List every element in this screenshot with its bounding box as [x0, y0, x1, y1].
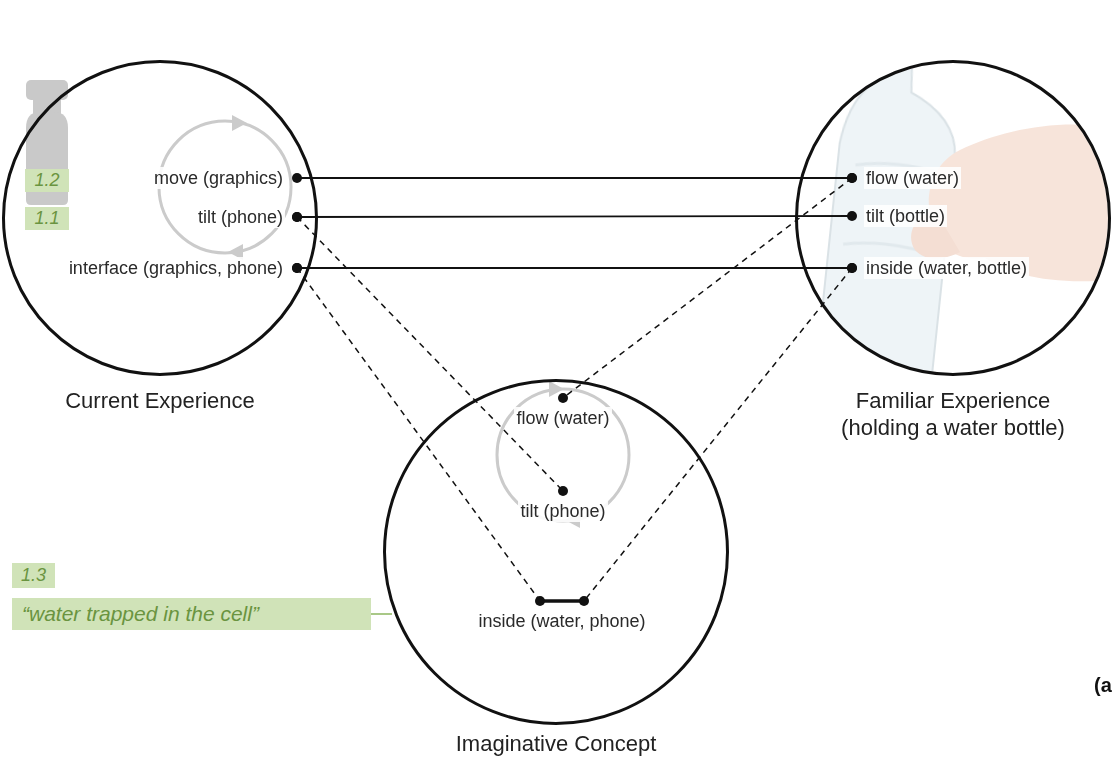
- element-label: interface (graphics, phone): [67, 257, 285, 279]
- callout-number: 1.3: [21, 565, 46, 585]
- callout-quote: “water trapped in the cell”: [22, 602, 259, 625]
- callout-number-box: 1.2: [25, 169, 69, 192]
- concept-element: move (graphics): [152, 167, 297, 189]
- compression-bar: [540, 599, 584, 603]
- element-dot: [847, 263, 857, 273]
- callout-quote-box: “water trapped in the cell”: [12, 598, 371, 630]
- concept-element: inside (water, bottle): [852, 257, 1029, 279]
- mapping-line: [563, 178, 852, 398]
- concept-element: interface (graphics, phone): [67, 257, 297, 279]
- space-caption: Imaginative Concept: [406, 731, 706, 758]
- space-caption: Familiar Experience (holding a water bot…: [828, 388, 1078, 442]
- element-dot: [292, 263, 302, 273]
- element-label: move (graphics): [152, 167, 285, 189]
- element-dot: [847, 211, 857, 221]
- mapping-line: [297, 267, 852, 269]
- element-dot: [847, 173, 857, 183]
- mapping-line: [297, 177, 852, 179]
- bottle-icon: [26, 80, 68, 205]
- element-dot: [558, 486, 568, 496]
- element-dot: [847, 173, 857, 183]
- element-label: inside (water, bottle): [864, 257, 1029, 279]
- mapping-line: [584, 268, 852, 601]
- concept-element: inside (water, phone): [476, 601, 647, 632]
- element-dot: [292, 212, 302, 222]
- concept-element: flow (water): [852, 167, 961, 189]
- space-circle: Imaginative Conceptflow (water)tilt (pho…: [383, 379, 729, 725]
- concept-element: tilt (bottle): [852, 205, 947, 227]
- mapping-line: [297, 268, 540, 601]
- cycle-arrow: [497, 381, 629, 528]
- concept-element: flow (water): [514, 398, 611, 429]
- element-dot: [579, 596, 589, 606]
- element-dot: [535, 596, 545, 606]
- callout-number: 1.2: [34, 170, 59, 190]
- concept-element: tilt (phone): [196, 206, 297, 228]
- leader-line: [371, 613, 392, 615]
- element-label: flow (water): [514, 407, 611, 429]
- element-label: tilt (phone): [196, 206, 285, 228]
- space-circle: Familiar Experience (holding a water bot…: [795, 60, 1111, 376]
- element-label: flow (water): [864, 167, 961, 189]
- mapping-line: [297, 216, 852, 217]
- callout-number: 1.1: [34, 208, 59, 228]
- panel-letter: (a: [1094, 674, 1112, 696]
- bottle-cap: [866, 32, 921, 69]
- element-dot: [847, 263, 857, 273]
- bottle-photo: [814, 30, 1113, 404]
- bottle-body: [814, 62, 964, 404]
- concept-element: tilt (phone): [518, 491, 607, 522]
- element-label: inside (water, phone): [476, 610, 647, 632]
- element-dot: [292, 263, 302, 273]
- space-caption: Current Experience: [10, 388, 310, 415]
- panel-letter-box: (a: [1084, 674, 1112, 697]
- callout-number-box: 1.3: [12, 563, 55, 588]
- callout-number-box: 1.1: [25, 207, 69, 230]
- element-label: tilt (bottle): [864, 205, 947, 227]
- element-dot: [292, 173, 302, 183]
- element-label: tilt (phone): [518, 500, 607, 522]
- element-dot: [558, 393, 568, 403]
- element-dot: [292, 212, 302, 222]
